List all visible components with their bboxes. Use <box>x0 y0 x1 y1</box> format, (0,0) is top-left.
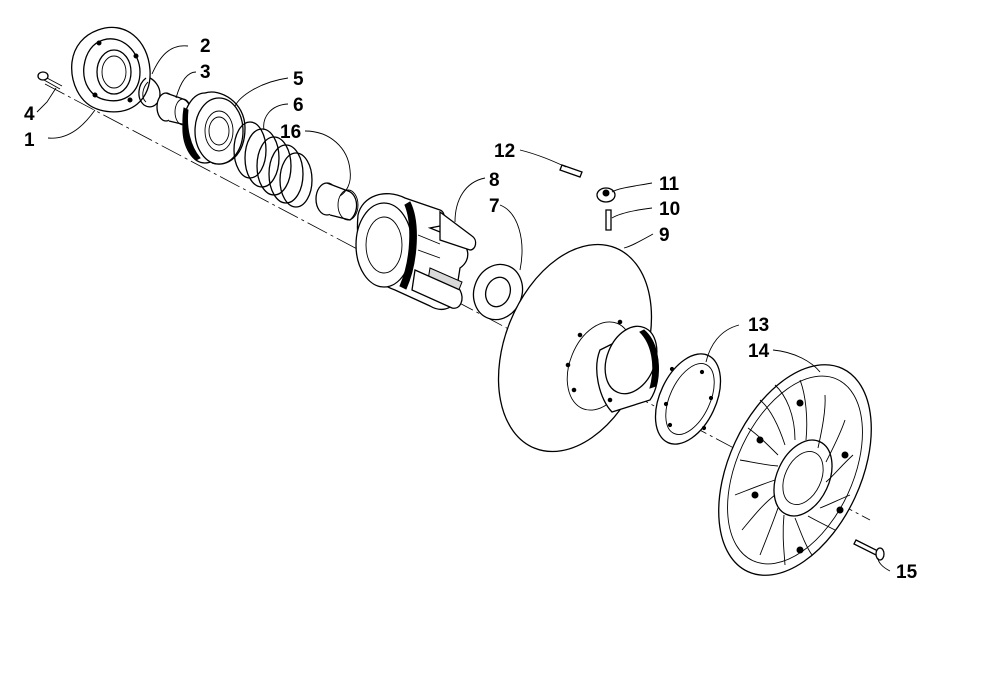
callout-10: 10 <box>659 199 680 220</box>
part-9-fixed-sheave[interactable] <box>470 222 681 475</box>
part-15-screw[interactable] <box>853 539 885 561</box>
part-12-pin[interactable] <box>559 164 583 178</box>
callout-16: 16 <box>280 122 301 143</box>
callout-6: 6 <box>293 95 304 116</box>
callout-15: 15 <box>896 562 918 583</box>
part-11-cap[interactable] <box>596 187 616 203</box>
callout-4: 4 <box>24 104 35 125</box>
callout-13: 13 <box>748 315 769 336</box>
part-7-washer[interactable] <box>466 257 530 326</box>
part-16-spacer[interactable] <box>315 182 359 221</box>
callout-1: 1 <box>24 130 35 151</box>
callout-2: 2 <box>200 36 211 57</box>
callout-9: 9 <box>659 225 670 246</box>
callout-11: 11 <box>659 174 680 195</box>
callout-8: 8 <box>489 170 500 191</box>
callout-14: 14 <box>748 341 770 362</box>
part-1-cover-plate[interactable] <box>71 26 151 113</box>
part-8-cam-arm[interactable] <box>355 193 477 311</box>
callout-5: 5 <box>293 69 304 90</box>
leader-lines <box>36 45 891 572</box>
part-5-cam-housing[interactable] <box>182 91 246 165</box>
part-13-gasket-ring[interactable] <box>642 344 733 455</box>
part-14-fan-wheel[interactable] <box>688 341 902 600</box>
callout-7: 7 <box>489 196 500 217</box>
callout-3: 3 <box>200 62 211 83</box>
callout-12: 12 <box>494 141 515 162</box>
part-6-spring[interactable] <box>233 121 313 208</box>
part-4-screw[interactable] <box>37 71 63 90</box>
part-2-snap-ring[interactable] <box>138 77 161 108</box>
part-10-dowel-pin[interactable] <box>605 209 612 231</box>
